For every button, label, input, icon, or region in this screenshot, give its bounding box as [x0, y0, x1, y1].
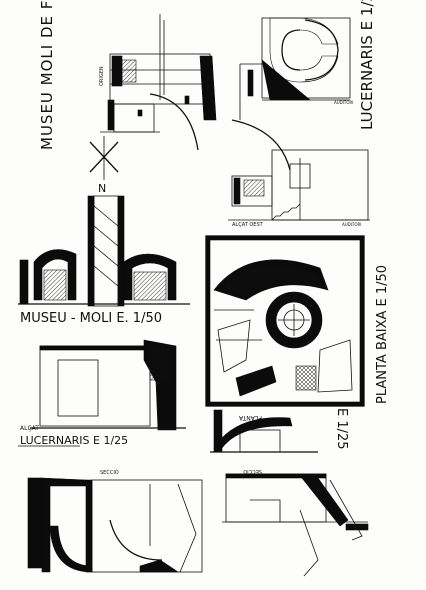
- museu-moli-label: MUSEU - MOLI E. 1/50: [20, 311, 162, 326]
- seccio-b-label: SECCIÓ: [243, 468, 262, 475]
- seccio-label: SECCIÓ: [100, 469, 119, 476]
- auditori-top-label: AUDITORI: [334, 100, 353, 105]
- top-right-section: AUDITORI LUCERNARIS E 1/25: [231, 0, 376, 171]
- alcat-low-label: ALÇAT: [20, 425, 39, 432]
- bottom-right-section: SECCIÓ: [222, 468, 369, 577]
- planta-low-label: PLANTA: [238, 414, 262, 421]
- e125-right-label: E 1/25: [334, 408, 349, 450]
- lucernaris-section: ALÇAT LUCERNARIS E 1/25: [18, 339, 186, 447]
- dome-section: PLANTA E 1/25: [210, 408, 349, 453]
- bottom-left-section: SECCIÓ: [27, 469, 203, 573]
- alcat-oest-label: ALÇAT OEST: [232, 222, 264, 228]
- lucernaris-top-label: LUCERNARIS E 1/25: [358, 0, 376, 130]
- planta-baixa-label: PLANTA BAIXA E 1/50: [375, 265, 390, 404]
- north-label: N: [98, 182, 106, 195]
- museu-moli-section: MUSEU - MOLI E. 1/50: [18, 195, 190, 326]
- auditori-mid-label: AUDITORI: [342, 222, 361, 227]
- title-vertical: MUSEU MOLI DE FUSTA: [38, 0, 56, 150]
- mid-right-section: ALÇAT OEST AUDITORI: [228, 149, 370, 228]
- svg-text:ORIGEN: ORIGEN: [99, 66, 105, 86]
- north-arrow: N: [89, 136, 119, 195]
- top-section-drawing: ORIGEN: [99, 14, 217, 151]
- plan-drawing: PLANTA BAIXA E 1/50: [205, 235, 390, 407]
- lucernaris-low-label: LUCERNARIS E 1/25: [20, 434, 128, 447]
- title-text: MUSEU MOLI DE FUSTA: [38, 0, 56, 150]
